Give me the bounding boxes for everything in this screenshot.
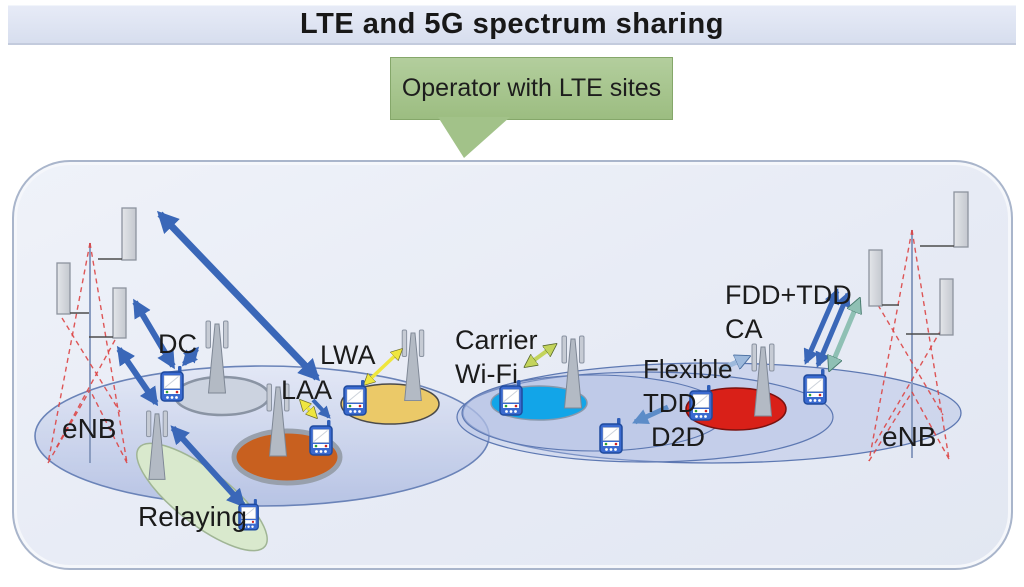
relay-access-arrow [170, 425, 246, 508]
lwa-unlicensed-arrow [365, 350, 401, 384]
macro-long-link-arrow [156, 210, 321, 382]
dc-label: DC [158, 329, 197, 359]
link-arrows [116, 210, 859, 508]
ue-phone-dc-icon [160, 365, 184, 402]
page-title: LTE and 5G spectrum sharing [300, 8, 724, 40]
relaying-label: Relaying [138, 501, 247, 532]
fdd-tdd-label-line2: CA [725, 314, 763, 344]
operator-callout-text: Operator with LTE sites [401, 74, 662, 102]
laa-unlicensed-arrow [301, 401, 316, 417]
antenna-panel [112, 287, 127, 339]
laa-licensed-arrow [311, 398, 331, 419]
antenna-panel [868, 249, 883, 307]
dc-panel-link-arrow [132, 298, 176, 370]
antenna-panel [121, 207, 137, 261]
operator-callout-tail [438, 117, 510, 158]
carrier-wifi-arrow [526, 345, 555, 366]
small-cell-mast-dc [205, 320, 229, 394]
fdd-tdd-ca-label: FDD+TDD CA [725, 278, 852, 346]
carrier-wifi-label: Carrier Wi-Fi [455, 323, 538, 391]
flexible-tdd-label-line1: Flexible [643, 354, 733, 384]
laa-label: LAA [281, 375, 333, 405]
carrier-wifi-label-line2: Wi-Fi [455, 359, 518, 389]
enb-left-label: eNB [62, 413, 117, 444]
left-enb-tower [47, 207, 137, 464]
dc-short-link-arrow [181, 346, 200, 367]
flexible-tdd-label-line2: TDD [643, 388, 697, 418]
antenna-panel [953, 191, 969, 248]
d2d-arrow [632, 404, 670, 425]
carrier-wifi-label-line1: Carrier [455, 325, 538, 355]
operator-callout: Operator with LTE sites [390, 57, 673, 120]
small-cell-mast-lwa [401, 329, 425, 402]
flexible-tdd-arrow [717, 357, 748, 373]
ca-arrow-3 [830, 300, 859, 369]
antenna-panel [56, 262, 71, 315]
flexible-tdd-label: Flexible TDD [643, 352, 733, 420]
enb-right-label: eNB [882, 421, 937, 452]
d2d-label: D2D [651, 422, 706, 452]
fdd-tdd-label-line1: FDD+TDD [725, 280, 852, 310]
relay-backhaul-arrow [116, 345, 159, 407]
antenna-panel [939, 278, 954, 336]
lwa-label: LWA [320, 340, 376, 370]
right-enb-tower [868, 191, 969, 462]
title-bar: LTE and 5G spectrum sharing [8, 5, 1016, 45]
